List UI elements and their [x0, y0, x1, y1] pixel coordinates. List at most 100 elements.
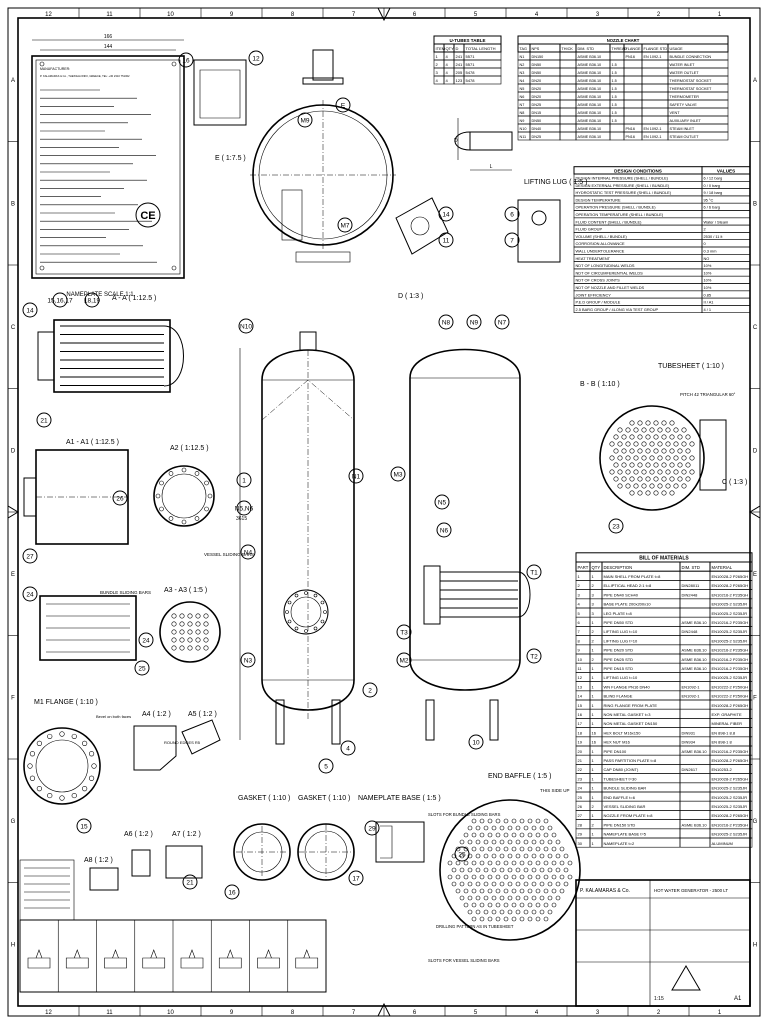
- centring-mark-left: [7, 505, 19, 519]
- tubesheet-hole: [625, 483, 631, 489]
- baffle-hole: [467, 867, 473, 873]
- baffle-hole: [543, 860, 549, 866]
- table-cell: [623, 75, 643, 85]
- balloon: [178, 52, 194, 68]
- tubesheet-hole: [633, 427, 639, 433]
- bom-cell-text: 17: [578, 721, 583, 726]
- bom-cell-text: 1: [592, 795, 595, 800]
- baffle-hole: [511, 818, 517, 824]
- bb-view-title: B - B ( 1:10 ): [580, 381, 620, 388]
- tubesheet-hole: [657, 441, 663, 447]
- table-cell-text: DN20: [532, 79, 542, 83]
- baffle-hole: [479, 846, 485, 852]
- baffle-hole: [463, 874, 469, 880]
- zone-label-top: 6: [413, 12, 417, 18]
- baffle-hole: [555, 895, 561, 901]
- bom-cell-text: EN10222-2 P250GH: [712, 694, 749, 699]
- centring-mark-right: [749, 505, 761, 519]
- gasket-2-title: GASKET ( 1:10 ): [298, 795, 350, 802]
- bom-cell-text: 22: [578, 767, 583, 772]
- design-condition-label: DESIGN EXTERNAL PRESSURE (SHELL / BUNDLE…: [576, 183, 670, 188]
- a1a1-nozzle: [23, 477, 37, 517]
- tubesheet-hole: [661, 420, 667, 426]
- bom-cell: [679, 754, 711, 765]
- table-cell-text: DN40: [532, 127, 542, 131]
- table-cell-text: 1.5: [612, 119, 617, 123]
- table-cell-text: DN150: [532, 55, 544, 59]
- table-cell: [559, 75, 577, 85]
- sheet-outer-border: [7, 7, 761, 1017]
- balloon: [36, 412, 52, 428]
- d-view-title: D ( 1:3 ): [398, 293, 423, 300]
- bom-cell-text: EN1092-1: [682, 684, 701, 689]
- baffle-hole: [499, 909, 505, 915]
- bom-cell-text: EN10028-2 P265GH: [712, 813, 749, 818]
- bolt-hole: [159, 506, 164, 512]
- baffle-hole: [511, 888, 517, 894]
- dim-text: L: [490, 164, 493, 170]
- table-header: THICK: [562, 47, 574, 51]
- tubesheet-hole: [673, 441, 679, 447]
- bom-cell-text: 12: [578, 675, 583, 680]
- bom-cell-text: ASME B36.10: [682, 666, 708, 671]
- baffle-hole: [495, 818, 501, 824]
- bom-cell-text: 1: [592, 776, 595, 781]
- baffle-hole: [519, 860, 525, 866]
- baffle-hole: [519, 874, 525, 880]
- bom-cell-text: NAMEPLATE t=2: [604, 841, 635, 846]
- tubesheet-hole: [629, 448, 635, 454]
- balloon-label: 10: [472, 740, 480, 747]
- balloon: [504, 206, 520, 222]
- tubesheet-hole: [629, 462, 635, 468]
- table-cell-text: THERMOMETER: [670, 95, 700, 99]
- bom-cell-text: BLIND FLANGE: [604, 694, 633, 699]
- tubesheet-hole: [641, 455, 647, 461]
- bolt-hole: [294, 626, 299, 631]
- table-header: ITEM: [436, 46, 446, 51]
- tubesheet-hole: [681, 441, 687, 447]
- a7-detail: [165, 845, 203, 879]
- balloon: [494, 314, 510, 330]
- tubesheet-hole: [665, 441, 671, 447]
- bom-cell: [679, 810, 711, 820]
- table-cell: [641, 115, 669, 125]
- a6-view-title: A6 ( 1:2 ): [124, 831, 153, 838]
- baffle-hole: [519, 846, 525, 852]
- baffle-hole: [555, 867, 561, 873]
- bom-cell-text: 7: [578, 629, 581, 634]
- balloon-label: N9: [470, 320, 479, 327]
- title-block: [575, 879, 751, 1007]
- bom-cell-text: 4: [578, 602, 581, 607]
- bom-cell-text: 1: [592, 684, 595, 689]
- table-cell: [463, 75, 502, 85]
- baffle-hole: [523, 895, 529, 901]
- bom-cell-text: 2: [592, 804, 595, 809]
- baffle-hole: [551, 902, 557, 908]
- baffle-hole: [527, 818, 533, 824]
- pitch-note: PITCH 42 TRIANGULAR 60°: [680, 392, 736, 397]
- zone-label-left: D: [11, 448, 16, 454]
- bom-cell-text: EN10025-2 S235JR: [712, 629, 748, 634]
- tubesheet-hole: [649, 427, 655, 433]
- tubesheet-edge: [37, 331, 55, 381]
- bom-header: DESCRIPTION: [604, 565, 633, 570]
- bolt-hole: [88, 775, 95, 781]
- design-condition-label: DESIGN TEMPERATURE: [576, 197, 621, 202]
- weld-detail: [104, 957, 127, 969]
- bom-cell-text: MINERAL FIBER: [712, 721, 743, 726]
- baffle-hole: [507, 853, 513, 859]
- table-cell-text: EN 1092-1: [644, 127, 662, 131]
- nameplate-base-flange: [380, 825, 393, 859]
- baffle-hole: [547, 867, 553, 873]
- balloon-label: 29: [368, 826, 376, 833]
- table-cell-text: ASME B36.10: [578, 119, 602, 123]
- baffle-hole: [487, 902, 493, 908]
- bom-cell-text: NAMEPLATE BASE t=5: [604, 832, 647, 837]
- baffle-hole: [495, 832, 501, 838]
- bom-cell-text: 30: [578, 841, 583, 846]
- hidden-cone: [261, 379, 355, 421]
- baffle-hole: [463, 832, 469, 838]
- baffle-hole: [483, 825, 489, 831]
- baffle-hole: [515, 909, 521, 915]
- baffle-hole: [507, 839, 513, 845]
